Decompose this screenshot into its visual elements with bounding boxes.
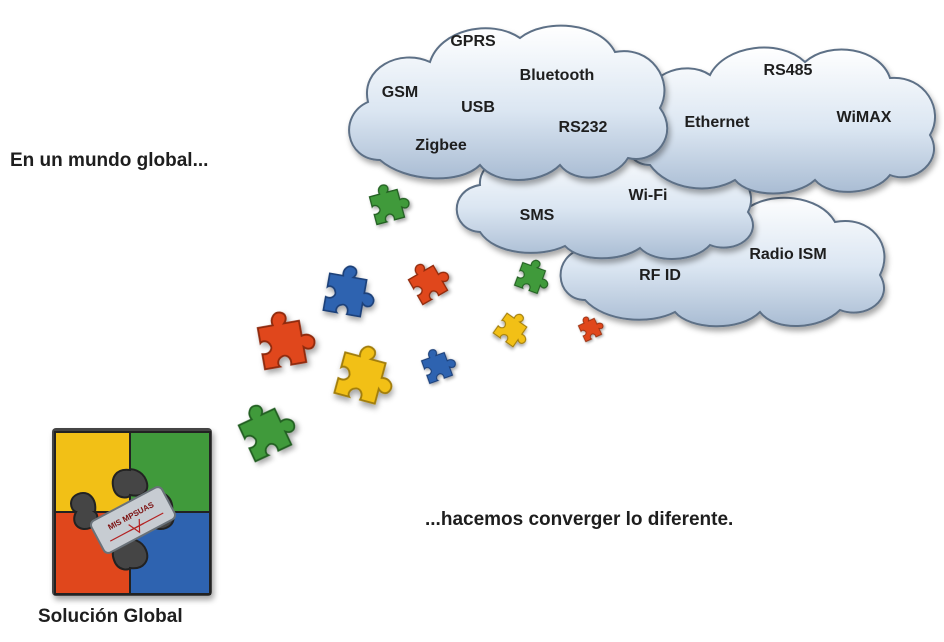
label-zigbee: Zigbee — [415, 137, 467, 154]
puzzle-piece-icon — [333, 340, 401, 408]
label-bluetooth: Bluetooth — [520, 67, 595, 84]
label-sms: SMS — [520, 207, 555, 224]
logo-badge: MIS MPSUAS — [89, 486, 177, 554]
label-gprs: GPRS — [450, 33, 496, 50]
label-gsm: GSM — [382, 84, 418, 101]
puzzle-piece-icon — [418, 343, 460, 385]
label-rf-id: RF ID — [639, 267, 681, 284]
tagline-caption: ...hacemos converger lo diferente. — [425, 509, 734, 530]
label-ethernet: Ethernet — [685, 114, 751, 131]
puzzle-piece-icon — [513, 255, 555, 297]
label-wimax: WiMAX — [837, 109, 892, 126]
intro-caption: En un mundo global... — [10, 150, 209, 171]
label-rs232: RS232 — [559, 119, 608, 136]
cloud-right — [623, 46, 936, 195]
solution-puzzle-icon: MIS MPSUAS — [52, 428, 212, 596]
puzzle-piece-icon — [403, 253, 456, 306]
puzzle-piece-icon — [492, 307, 537, 352]
label-wifi: Wi-Fi — [629, 187, 668, 204]
label-usb: USB — [461, 99, 495, 116]
label-radio-ism: Radio ISM — [749, 246, 826, 263]
cloud-left — [348, 24, 669, 181]
puzzle-piece-icon — [233, 392, 303, 463]
label-rs485: RS485 — [764, 62, 813, 79]
puzzle-piece-icon — [366, 178, 413, 226]
puzzle-piece-icon — [322, 262, 380, 320]
solution-caption: Solución Global — [38, 606, 183, 627]
puzzle-piece-icon — [254, 306, 319, 371]
puzzle-piece-icon — [575, 311, 607, 343]
